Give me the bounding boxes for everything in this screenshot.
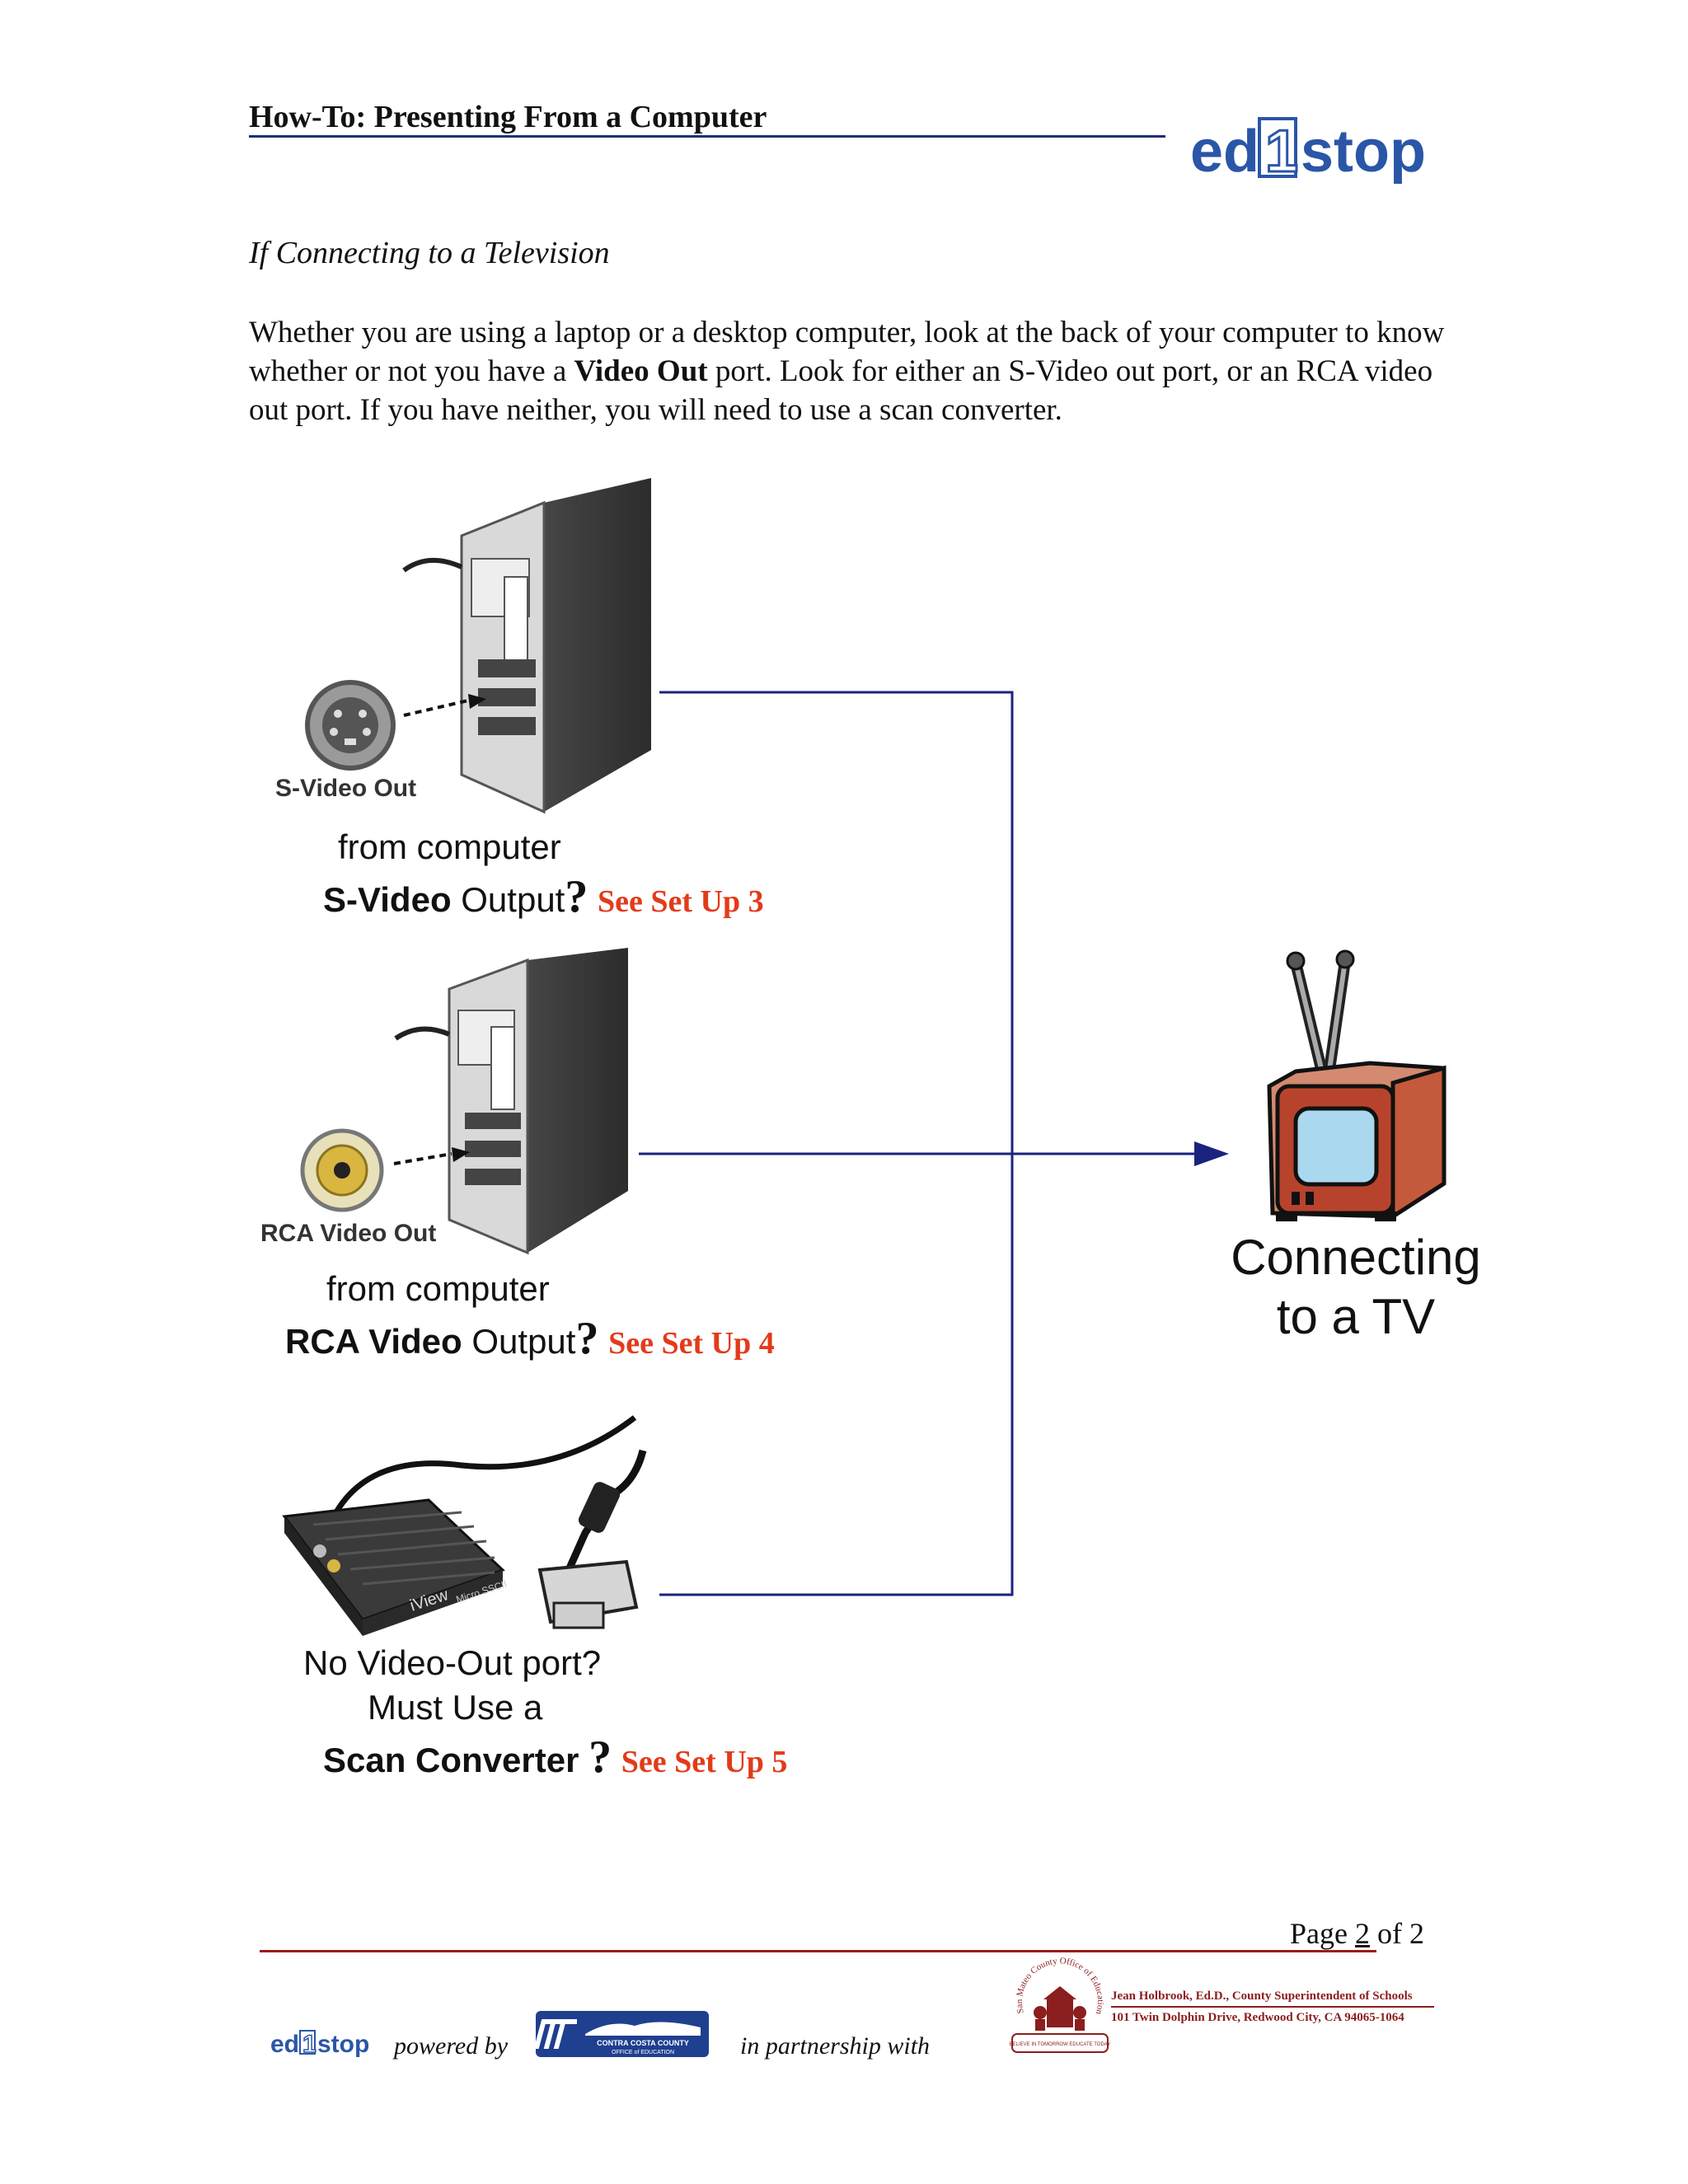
- svg-text:stop: stop: [1301, 119, 1426, 185]
- rca-port-icon: [300, 1128, 384, 1212]
- computer-tower-rca-icon: [394, 948, 628, 1255]
- video-out-emphasis: Video Out: [574, 354, 708, 388]
- svg-text:CONTRA COSTA COUNTY: CONTRA COSTA COUNTY: [597, 2039, 689, 2047]
- see-set-up-3-link[interactable]: See Set Up 3: [598, 884, 764, 919]
- svg-text:OFFICE of EDUCATION: OFFICE of EDUCATION: [612, 2050, 674, 2055]
- partnership-text: in partnership with: [740, 2032, 931, 2060]
- scan-converter-device-icon: iView Micro SSCII: [282, 1415, 637, 1636]
- svg-text:BELIEVE IN TOMORROW EDUCATE TO: BELIEVE IN TOMORROW EDUCATE TODAY: [1010, 2042, 1111, 2047]
- svideo-caption-line2: S-Video Output? See Set Up 3: [323, 871, 764, 922]
- see-set-up-4-link[interactable]: See Set Up 4: [608, 1326, 775, 1361]
- page-number: Page 2 of 2: [1290, 1917, 1424, 1950]
- svg-text:ed: ed: [270, 2031, 299, 2058]
- section-heading: If Connecting to a Television: [249, 236, 610, 270]
- television-icon: [1267, 949, 1447, 1221]
- svg-text:1: 1: [302, 2031, 316, 2058]
- document-title: How-To: Presenting From a Computer: [249, 100, 767, 134]
- vga-cable-connector-icon: [537, 1449, 647, 1629]
- svg-text:ed1stop: ed1stop: [1187, 107, 1190, 108]
- svg-text:stop: stop: [317, 2031, 369, 2058]
- header-divider: [249, 135, 1165, 138]
- see-set-up-5-link[interactable]: See Set Up 5: [621, 1745, 788, 1779]
- smcoe-divider: [1111, 2006, 1434, 2008]
- superintendent-name: Jean Holbrook, Ed.D., County Superintend…: [1111, 1990, 1413, 2003]
- svideo-port-icon: [305, 680, 396, 771]
- contra-costa-county-logo: CONTRA COSTA COUNTY OFFICE of EDUCATION: [536, 2011, 709, 2057]
- connection-bracket-line: [659, 691, 1014, 1596]
- tv-caption: Connecting to a TV: [1231, 1230, 1481, 1344]
- svg-text:ed: ed: [1190, 119, 1259, 185]
- san-mateo-county-seal: San Mateo County Office of Education BEL…: [1010, 1956, 1111, 2053]
- computer-tower-svideo-icon: [402, 478, 651, 814]
- ed1stop-footer-logo: ed 1 stop ed1stop: [270, 2026, 369, 2059]
- svideo-caption-line1: from computer: [338, 827, 561, 866]
- svideo-pointer-arrow-icon: [468, 694, 486, 709]
- scan-caption-line1: No Video-Out port?: [303, 1643, 602, 1682]
- svg-text:Micro SSCII: Micro SSCII: [455, 1578, 509, 1605]
- scan-caption-line3: Scan Converter ? See Set Up 5: [323, 1732, 788, 1783]
- ed1stop-logo: ed 1 stop ed1stop: [1187, 107, 1426, 186]
- rca-caption-line2: RCA Video Output? See Set Up 4: [285, 1313, 775, 1364]
- rca-pointer-arrow-icon: [452, 1147, 470, 1162]
- footer-divider: [260, 1950, 1376, 1952]
- svg-text:iView: iView: [408, 1586, 451, 1615]
- svg-text:1: 1: [1265, 119, 1298, 185]
- smcoe-address: 101 Twin Dolphin Drive, Redwood City, CA…: [1111, 2011, 1404, 2024]
- rca-caption-line1: from computer: [326, 1269, 550, 1308]
- rca-video-out-label: RCA Video Out: [260, 1220, 437, 1247]
- intro-paragraph: Whether you are using a laptop or a desk…: [249, 316, 1445, 427]
- svg-text:ed1stop: ed1stop: [270, 2026, 274, 2027]
- scan-caption-line2: Must Use a: [368, 1688, 543, 1727]
- powered-by-text: powered by: [394, 2032, 509, 2060]
- svideo-out-label: S-Video Out: [275, 775, 417, 802]
